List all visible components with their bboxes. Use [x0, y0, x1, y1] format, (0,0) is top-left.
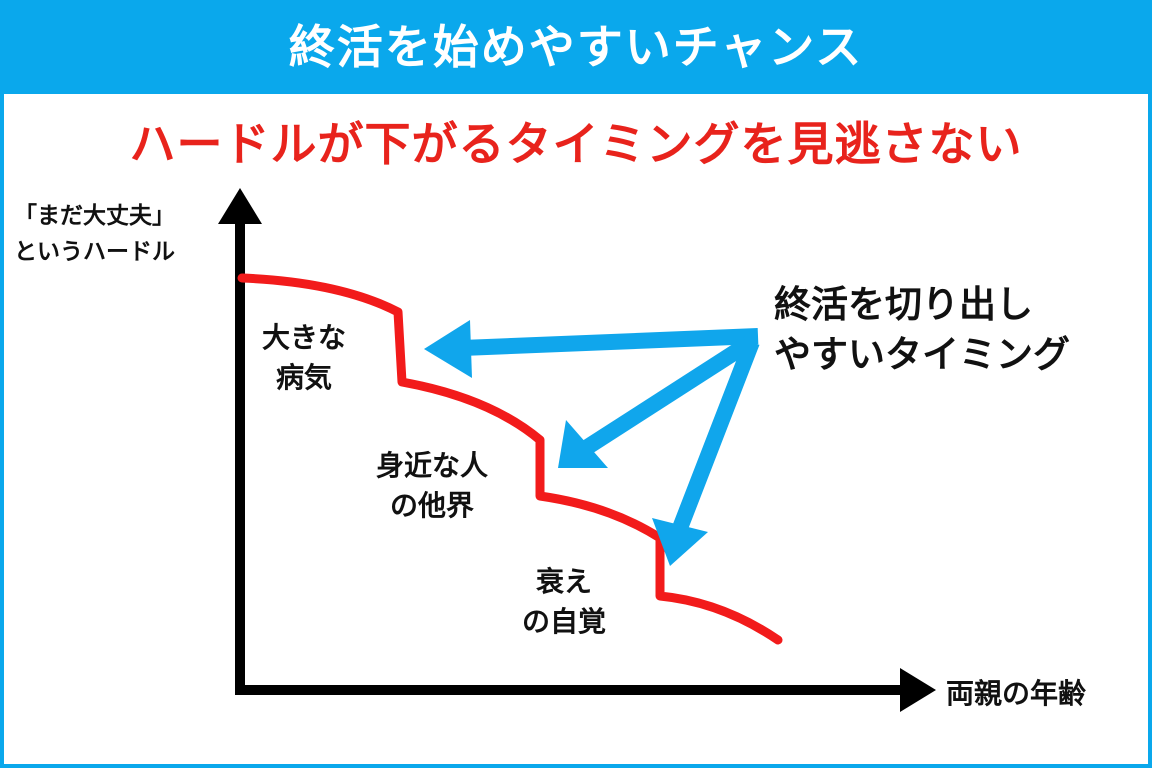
timing-callout-line2: やすいタイミング: [774, 333, 1070, 376]
y-axis-label-line1: 「まだ大丈夫」: [14, 203, 175, 229]
timing-arrows: [424, 320, 760, 566]
stage-illness-line2: 病気: [276, 361, 333, 394]
stage-decline-line2: の自覚: [522, 605, 607, 638]
stage-decline-line1: 衰え: [536, 565, 593, 598]
stage-label-close-death: 身近な人 の他界: [376, 446, 488, 526]
arrow-to-death-head: [558, 420, 608, 468]
arrow-to-death-shaft: [581, 333, 759, 455]
y-axis-arrowhead: [218, 188, 262, 224]
y-axis-label-line2: というハードル: [14, 239, 175, 265]
timing-callout: 終活を切り出し やすいタイミング: [774, 280, 1070, 380]
timing-callout-line1: 終活を切り出し: [774, 283, 1033, 326]
header-title: 終活を始めやすいチャンス: [288, 20, 864, 74]
x-axis-arrowhead: [900, 668, 936, 712]
stage-illness-line1: 大きな: [262, 321, 347, 354]
subtitle: ハードルが下がるタイミングを見逃さない: [129, 117, 1023, 171]
stage-label-decline: 衰え の自覚: [522, 562, 606, 642]
stage-death-line2: の他界: [390, 489, 475, 522]
arrow-to-illness-head: [424, 320, 472, 378]
stage-label-illness: 大きな 病気: [262, 318, 346, 398]
arrow-to-decline-shaft: [672, 339, 760, 531]
y-axis-label: 「まだ大丈夫」 というハードル: [14, 198, 175, 270]
stage-death-line1: 身近な人: [376, 449, 489, 482]
x-axis-label: 両親の年齢: [946, 677, 1087, 710]
hurdle-curve: [237, 273, 783, 645]
header-bar: [0, 0, 1152, 94]
arrow-to-illness-shaft: [461, 328, 759, 356]
arrow-to-decline-head: [652, 518, 708, 566]
